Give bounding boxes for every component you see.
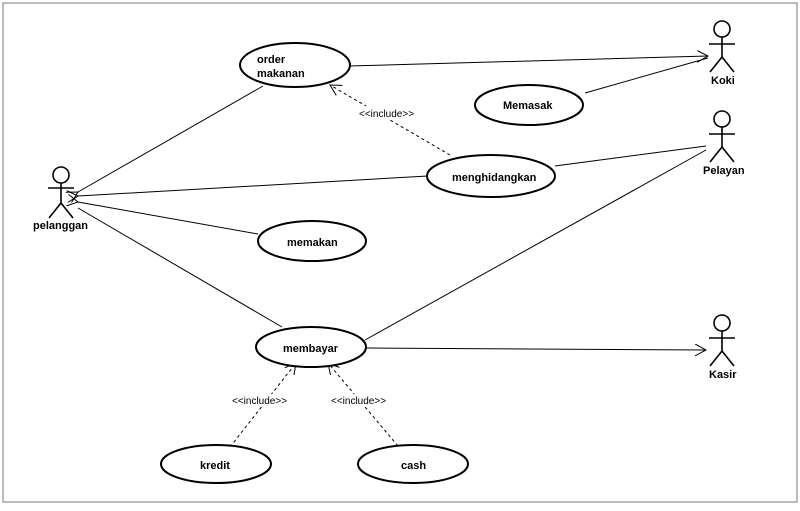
association-memasak-koki — [584, 57, 709, 94]
use-case-cash[interactable]: cash — [357, 444, 469, 484]
actor-stick-figure-icon — [709, 20, 735, 73]
association-membayar-pelayan — [364, 149, 707, 341]
actor-stick-figure-icon — [709, 314, 735, 367]
use-case-order-makanan[interactable]: order makanan — [239, 42, 351, 88]
use-case-kredit[interactable]: kredit — [160, 444, 272, 484]
actor-koki[interactable]: Koki — [709, 20, 735, 87]
association-pelanggan-menghidangkan — [78, 175, 429, 196]
include-menghidangkan-order — [330, 85, 451, 156]
actor-pelanggan[interactable]: pelanggan — [33, 166, 88, 232]
association-pelanggan-order — [78, 85, 264, 192]
association-membayar-kasir — [366, 348, 706, 350]
association-pelanggan-memakan — [78, 202, 259, 235]
use-case-label: kredit — [200, 460, 230, 472]
association-order-koki — [348, 56, 708, 67]
actor-label: pelanggan — [33, 220, 88, 232]
use-case-label: cash — [401, 460, 426, 472]
association-pelanggan-membayar — [77, 207, 283, 328]
diagram-frame — [2, 2, 798, 503]
use-case-label: membayar — [283, 343, 339, 355]
use-case-memakan[interactable]: memakan — [257, 220, 367, 262]
use-case-membayar[interactable]: membayar — [255, 326, 367, 368]
include-label: <<include>> — [232, 396, 287, 407]
actor-stick-figure-icon — [709, 110, 735, 163]
association-menghidangkan-pelayan — [554, 145, 707, 167]
actor-label: Pelayan — [703, 165, 745, 177]
actor-kasir[interactable]: Kasir — [709, 314, 737, 381]
use-case-memasak[interactable]: Memasak — [474, 84, 584, 126]
include-lines — [229, 85, 451, 448]
use-case-label: memakan — [287, 237, 338, 249]
include-label: <<include>> — [359, 109, 414, 120]
actor-label: Koki — [711, 75, 735, 87]
use-case-label: order — [257, 54, 286, 66]
actor-stick-figure-icon — [48, 166, 74, 219]
use-case-label: Memasak — [503, 100, 553, 112]
use-case-label: makanan — [257, 68, 305, 80]
association-lines — [78, 56, 708, 350]
include-label: <<include>> — [331, 396, 386, 407]
use-case-label: menghidangkan — [452, 172, 537, 184]
include-labels: <<include>> <<include>> <<include>> — [232, 106, 420, 407]
actor-pelayan[interactable]: Pelayan — [703, 110, 745, 177]
use-case-menghidangkan[interactable]: menghidangkan — [426, 154, 556, 198]
actor-label: Kasir — [709, 369, 737, 381]
